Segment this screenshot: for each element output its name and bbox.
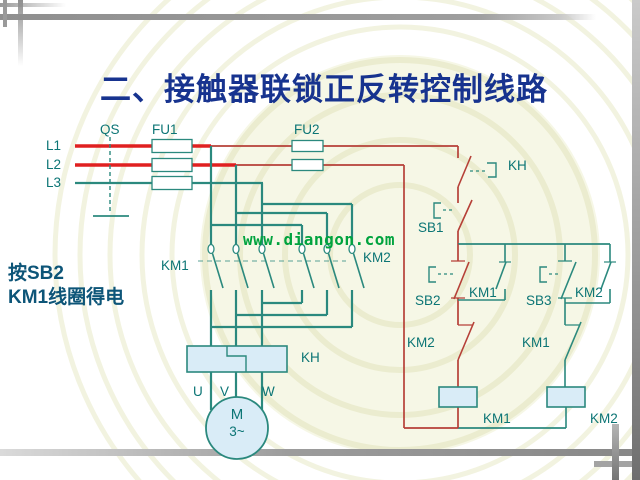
label-sb2: SB2 — [415, 293, 441, 308]
label-km1-main: KM1 — [161, 258, 189, 273]
annotation-text: 按SB2 KM1线圈得电 — [8, 262, 124, 310]
motor — [205, 372, 269, 460]
label-motor-3ph: 3~ — [229, 424, 245, 439]
bottom-corner-vertical — [612, 424, 619, 480]
label-km2-aux: KM2 — [575, 285, 603, 300]
km2-coil-branch — [539, 244, 586, 428]
label-km2-coil: KM2 — [590, 411, 618, 426]
phase-drop-wires — [209, 146, 354, 245]
qs-switch — [93, 137, 129, 217]
slide-title: 二、接触器联锁正反转控制线路 — [100, 72, 548, 107]
km1-coil-branch — [428, 244, 478, 428]
label-km1-coil: KM1 — [483, 411, 511, 426]
label-terminal-w: W — [262, 384, 275, 399]
label-km2-interlock: KM2 — [407, 335, 435, 350]
km1-aux-contact — [458, 244, 511, 301]
label-km1-aux: KM1 — [469, 285, 497, 300]
top-corner-line — [0, 3, 66, 7]
label-qs: QS — [100, 122, 120, 137]
kh-heater-element — [186, 345, 288, 373]
label-l2: L2 — [46, 157, 62, 172]
top-corner-vertical-1 — [3, 0, 7, 27]
fu1-fuses — [151, 138, 193, 191]
label-fu1: FU1 — [152, 122, 178, 137]
label-kh-heater: KH — [301, 350, 320, 365]
label-l3: L3 — [46, 175, 62, 190]
label-terminal-v: V — [220, 384, 230, 399]
control-left-column — [433, 146, 497, 244]
label-km1-interlock: KM1 — [522, 335, 550, 350]
right-edge-strip — [632, 0, 640, 480]
km2-aux-contact — [565, 244, 616, 304]
label-km2-main: KM2 — [363, 250, 391, 265]
annotation-line-1: 按SB2 — [8, 263, 64, 284]
label-terminal-u: U — [193, 384, 203, 399]
label-kh-contact: KH — [508, 158, 527, 173]
top-corner-vertical-2 — [18, 0, 23, 66]
watermark-text: www.diangon.com — [243, 230, 395, 249]
label-sb1: SB1 — [418, 220, 444, 235]
label-l1: L1 — [46, 138, 62, 153]
label-fu2: FU2 — [294, 122, 320, 137]
power-lines — [75, 144, 458, 185]
label-sb3: SB3 — [526, 293, 552, 308]
label-motor-m: M — [230, 406, 244, 423]
bottom-rule-line — [0, 449, 640, 456]
control-return-wire — [403, 165, 566, 429]
top-rule-line — [0, 14, 596, 20]
annotation-line-2: KM1线圈得电 — [8, 287, 125, 308]
fu2-fuses — [291, 139, 324, 172]
main-contacts — [198, 243, 365, 347]
